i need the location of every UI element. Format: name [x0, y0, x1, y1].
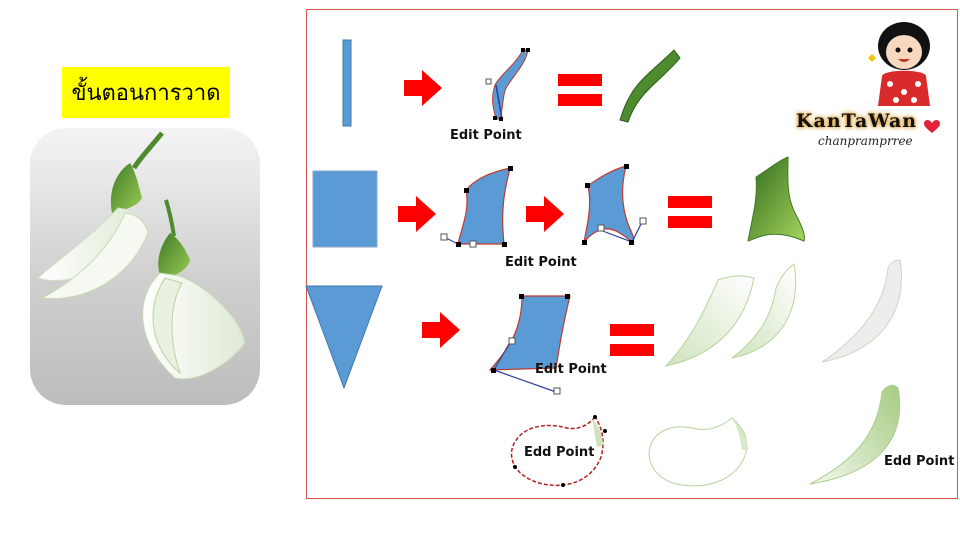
white-flower-illustration — [37, 131, 246, 380]
edit-point-square-shape — [440, 166, 513, 248]
green-stem-result — [619, 49, 681, 123]
white-petal-outline-result — [648, 417, 748, 487]
arrow-right-icon — [398, 196, 436, 232]
edit-point-curve-shape — [485, 48, 530, 121]
edit-point-leaf-shape — [582, 164, 647, 245]
equals-icon — [668, 196, 712, 228]
edit-point-label-2: Edit Point — [505, 255, 577, 270]
edd-point-label-1: Edd Point — [524, 445, 595, 460]
mascot-icon — [868, 22, 930, 106]
equals-icon — [610, 324, 654, 356]
edit-point-petal-shape — [488, 294, 571, 395]
triangle-shape — [305, 285, 383, 390]
thin-rectangle-shape — [342, 39, 352, 127]
page-title: ขั้นตอนการวาด — [62, 67, 230, 118]
edd-point-label-2: Edd Point — [884, 454, 955, 469]
square-shape — [312, 170, 378, 248]
logo-subtitle: chanpramprree — [818, 134, 913, 148]
arrow-right-icon — [526, 196, 564, 232]
edd-point-outline-shape — [510, 415, 607, 487]
edit-point-label-3: Edit Point — [535, 362, 607, 377]
arrow-right-icon — [422, 312, 460, 348]
final-artwork-panel — [30, 128, 260, 405]
green-petal-result — [809, 384, 901, 485]
equals-icon — [558, 74, 602, 106]
steps-frame — [306, 9, 958, 499]
green-leaf-result — [747, 156, 805, 242]
edit-point-label-1: Edit Point — [450, 128, 522, 143]
heart-icon — [924, 120, 940, 133]
logo-name: KanTaWan — [796, 110, 918, 132]
white-petals-result — [664, 259, 902, 367]
arrow-right-icon — [404, 70, 442, 106]
